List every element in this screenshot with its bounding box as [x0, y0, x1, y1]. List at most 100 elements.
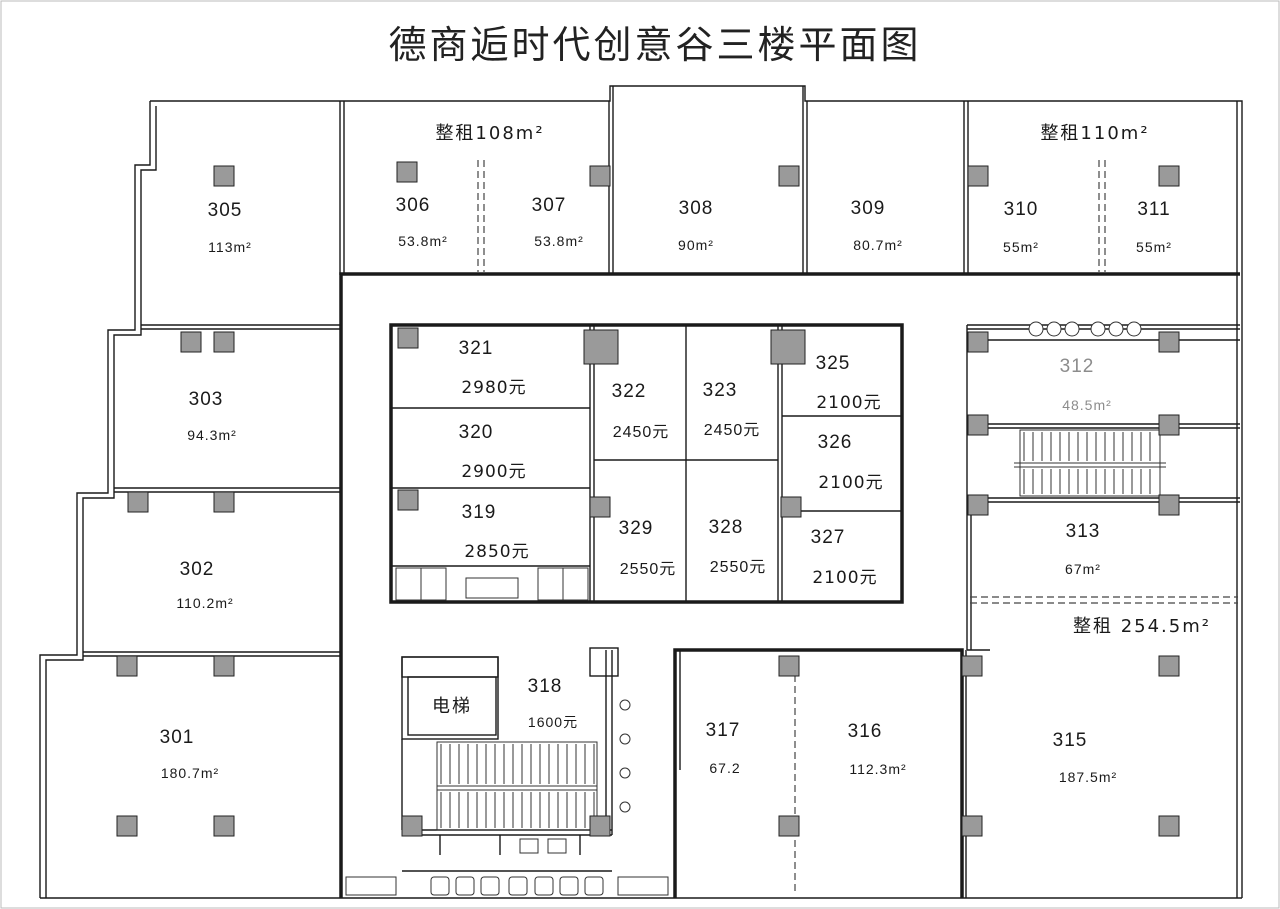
unit-328-number: 328	[709, 517, 744, 538]
pillar	[397, 489, 419, 511]
pillar	[396, 161, 418, 183]
unit-325-price: 2100元	[816, 393, 881, 413]
unit-302-area: 110.2m²	[176, 595, 233, 611]
unit-309-area: 80.7m²	[853, 237, 903, 253]
top-row-walls	[339, 86, 1106, 275]
unit-319-number: 319	[462, 502, 497, 523]
stair-core	[345, 647, 669, 896]
toilet-icon	[547, 838, 567, 854]
unit-313-number: 313	[1066, 521, 1101, 542]
unit-321-number: 321	[459, 338, 494, 359]
pillar	[967, 165, 989, 187]
unit-302-number: 302	[180, 559, 215, 580]
pillar	[116, 655, 138, 677]
pillar	[967, 494, 989, 516]
unit-305-area: 113m²	[208, 239, 252, 255]
unit-316-area: 112.3m²	[849, 761, 906, 777]
pillar	[127, 491, 149, 513]
toilet-icon	[480, 876, 500, 896]
unit-315-number: 315	[1053, 730, 1088, 751]
pillar	[213, 815, 235, 837]
unit-329-price: 2550元	[620, 561, 677, 578]
pillar	[778, 165, 800, 187]
unit-318-price: 1600元	[528, 714, 578, 730]
pillar	[213, 655, 235, 677]
unit-329-number: 329	[619, 518, 654, 539]
unit-310-area: 55m²	[1003, 239, 1039, 255]
pillar	[961, 655, 983, 677]
pillar	[780, 496, 802, 518]
unit-305-number: 305	[208, 200, 243, 221]
toilet-icon	[508, 876, 528, 896]
unit-301-number: 301	[160, 727, 195, 748]
washbasin-icon	[1028, 321, 1044, 337]
whole-lease-306-307: 整租108m²	[435, 123, 544, 144]
pillar	[589, 815, 611, 837]
pillar	[967, 331, 989, 353]
washbasin-icon	[1108, 321, 1124, 337]
pillar	[778, 815, 800, 837]
whole-lease-310-311: 整租110m²	[1040, 123, 1149, 144]
unit-319-price: 2850元	[464, 542, 529, 562]
pillar	[589, 165, 611, 187]
washbasin-icon	[1046, 321, 1062, 337]
pillar	[213, 331, 235, 353]
pillar	[1158, 331, 1180, 353]
pillar	[180, 331, 202, 353]
unit-327-price: 2100元	[812, 568, 877, 588]
pillar	[401, 815, 423, 837]
washbasin-icon	[1064, 321, 1080, 337]
toilet-icon	[455, 876, 475, 896]
unit-322-price: 2450元	[613, 424, 670, 441]
unit-326-number: 326	[818, 432, 853, 453]
toilet-icon	[534, 876, 554, 896]
stair-core-treads	[440, 744, 595, 828]
pillar	[1158, 165, 1180, 187]
toilet-icon	[559, 876, 579, 896]
pillar	[213, 491, 235, 513]
washbasin-icon	[619, 801, 631, 813]
pillar	[213, 165, 235, 187]
unit-323-price: 2450元	[704, 422, 761, 439]
unit-317-number: 317	[706, 720, 741, 741]
unit-308-number: 308	[679, 198, 714, 219]
washbasin-icon	[619, 767, 631, 779]
pillar	[770, 329, 806, 365]
unit-301-area: 180.7m²	[161, 765, 219, 781]
pillar	[583, 329, 619, 365]
unit-311-area: 55m²	[1136, 239, 1172, 255]
outer-walls	[39, 85, 1243, 899]
right-walls	[673, 324, 1240, 898]
whole-lease-313-315: 整租 254.5m²	[1073, 616, 1211, 637]
plan-title: 德商逅时代创意谷三楼平面图	[388, 23, 921, 67]
unit-307-number: 307	[532, 195, 567, 216]
unit-306-number: 306	[396, 195, 431, 216]
toilet-icon	[519, 838, 539, 854]
pillar	[1158, 655, 1180, 677]
pillar	[967, 414, 989, 436]
unit-315-area: 187.5m²	[1059, 769, 1117, 785]
central-block	[389, 323, 904, 604]
unit-310-number: 310	[1004, 199, 1039, 220]
unit-321-price: 2980元	[461, 378, 526, 398]
unit-327-number: 327	[811, 527, 846, 548]
unit-308-area: 90m²	[678, 237, 714, 253]
washbasin-icon	[1090, 321, 1106, 337]
unit-316-number: 316	[848, 721, 883, 742]
stair-right	[1023, 432, 1151, 494]
pillars	[116, 161, 1180, 837]
unit-318-number: 318	[528, 676, 563, 697]
pillar	[778, 655, 800, 677]
sanitary-fixtures	[430, 321, 1142, 896]
unit-309-number: 309	[851, 198, 886, 219]
unit-307-area: 53.8m²	[534, 233, 584, 249]
unit-312-number: 312	[1060, 356, 1095, 377]
unit-326-price: 2100元	[818, 473, 883, 493]
toilet-icon	[584, 876, 604, 896]
unit-325-number: 325	[816, 353, 851, 374]
unit-313-area: 67m²	[1065, 561, 1101, 577]
unit-312-area: 48.5m²	[1062, 397, 1112, 413]
elevator-label: 电梯	[432, 696, 472, 717]
